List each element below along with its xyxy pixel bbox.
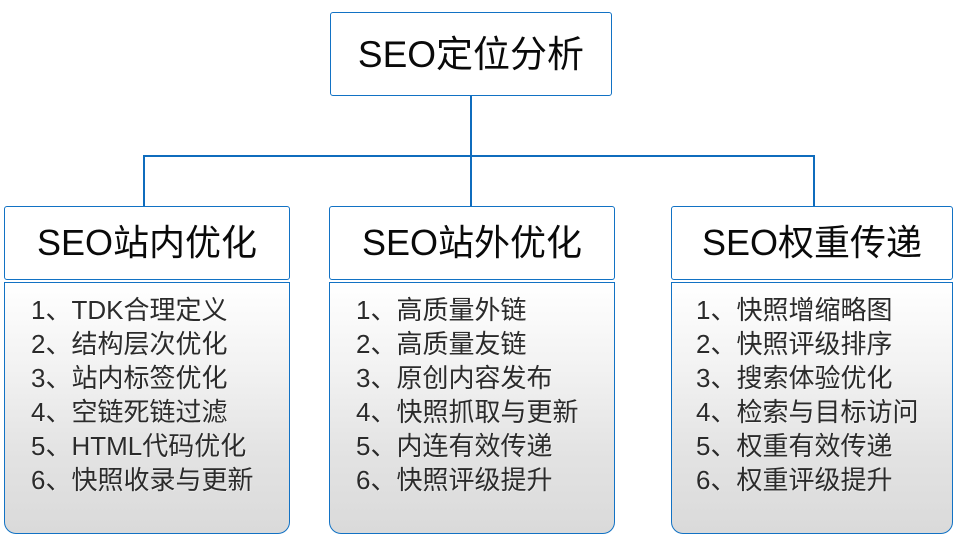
branch-column-offsite: SEO站外优化 1、高质量外链 2、高质量友链 3、原创内容发布 4、快照抓取与… (329, 206, 615, 534)
branch-body-onsite: 1、TDK合理定义 2、结构层次优化 3、站内标签优化 4、空链死链过滤 5、H… (4, 282, 290, 534)
branch-item-list-offsite: 1、高质量外链 2、高质量友链 3、原创内容发布 4、快照抓取与更新 5、内连有… (330, 293, 614, 497)
list-item: 6、快照收录与更新 (31, 465, 254, 496)
list-item: 3、原创内容发布 (356, 363, 553, 394)
list-item: 5、权重有效传递 (696, 431, 893, 462)
list-item: 5、内连有效传递 (356, 431, 553, 462)
branch-header-offsite[interactable]: SEO站外优化 (329, 206, 615, 280)
list-item: 4、快照抓取与更新 (356, 397, 579, 428)
list-item: 4、空链死链过滤 (31, 397, 228, 428)
list-item: 2、结构层次优化 (31, 329, 228, 360)
list-item: 1、快照增缩略图 (696, 295, 893, 325)
list-item: 6、快照评级提升 (356, 465, 553, 496)
list-item: 6、权重评级提升 (696, 465, 893, 496)
connector-drop-branch-middle (470, 155, 472, 208)
branch-header-onsite[interactable]: SEO站内优化 (4, 206, 290, 280)
list-item: 3、站内标签优化 (31, 363, 228, 394)
list-item: 1、TDK合理定义 (31, 295, 228, 325)
branch-body-offsite: 1、高质量外链 2、高质量友链 3、原创内容发布 4、快照抓取与更新 5、内连有… (329, 282, 615, 534)
branch-title-offsite: SEO站外优化 (361, 222, 583, 263)
root-node-title: SEO定位分析 (357, 33, 585, 75)
connector-drop-branch-right (813, 155, 815, 208)
branch-item-list-onsite: 1、TDK合理定义 2、结构层次优化 3、站内标签优化 4、空链死链过滤 5、H… (5, 293, 289, 497)
list-item: 4、检索与目标访问 (696, 397, 919, 428)
branch-column-onsite: SEO站内优化 1、TDK合理定义 2、结构层次优化 3、站内标签优化 4、空链… (4, 206, 290, 534)
connector-root-vertical (470, 96, 472, 156)
list-item: 1、高质量外链 (356, 295, 527, 325)
list-item: 2、快照评级排序 (696, 329, 893, 360)
branch-title-onsite: SEO站内优化 (36, 222, 258, 263)
branch-title-weight-transfer: SEO权重传递 (701, 222, 923, 263)
list-item: 5、HTML代码优化 (31, 431, 247, 462)
connector-drop-branch-left (143, 155, 145, 208)
branch-body-weight-transfer: 1、快照增缩略图 2、快照评级排序 3、搜索体验优化 4、检索与目标访问 5、权… (671, 282, 953, 534)
branch-column-weight-transfer: SEO权重传递 1、快照增缩略图 2、快照评级排序 3、搜索体验优化 4、检索与… (671, 206, 953, 534)
list-item: 2、高质量友链 (356, 329, 527, 360)
connector-horizontal-bus (143, 155, 815, 157)
branch-header-weight-transfer[interactable]: SEO权重传递 (671, 206, 953, 280)
branch-item-list-weight-transfer: 1、快照增缩略图 2、快照评级排序 3、搜索体验优化 4、检索与目标访问 5、权… (672, 293, 952, 497)
root-node-seo-positioning-analysis[interactable]: SEO定位分析 (330, 12, 612, 96)
list-item: 3、搜索体验优化 (696, 363, 893, 394)
